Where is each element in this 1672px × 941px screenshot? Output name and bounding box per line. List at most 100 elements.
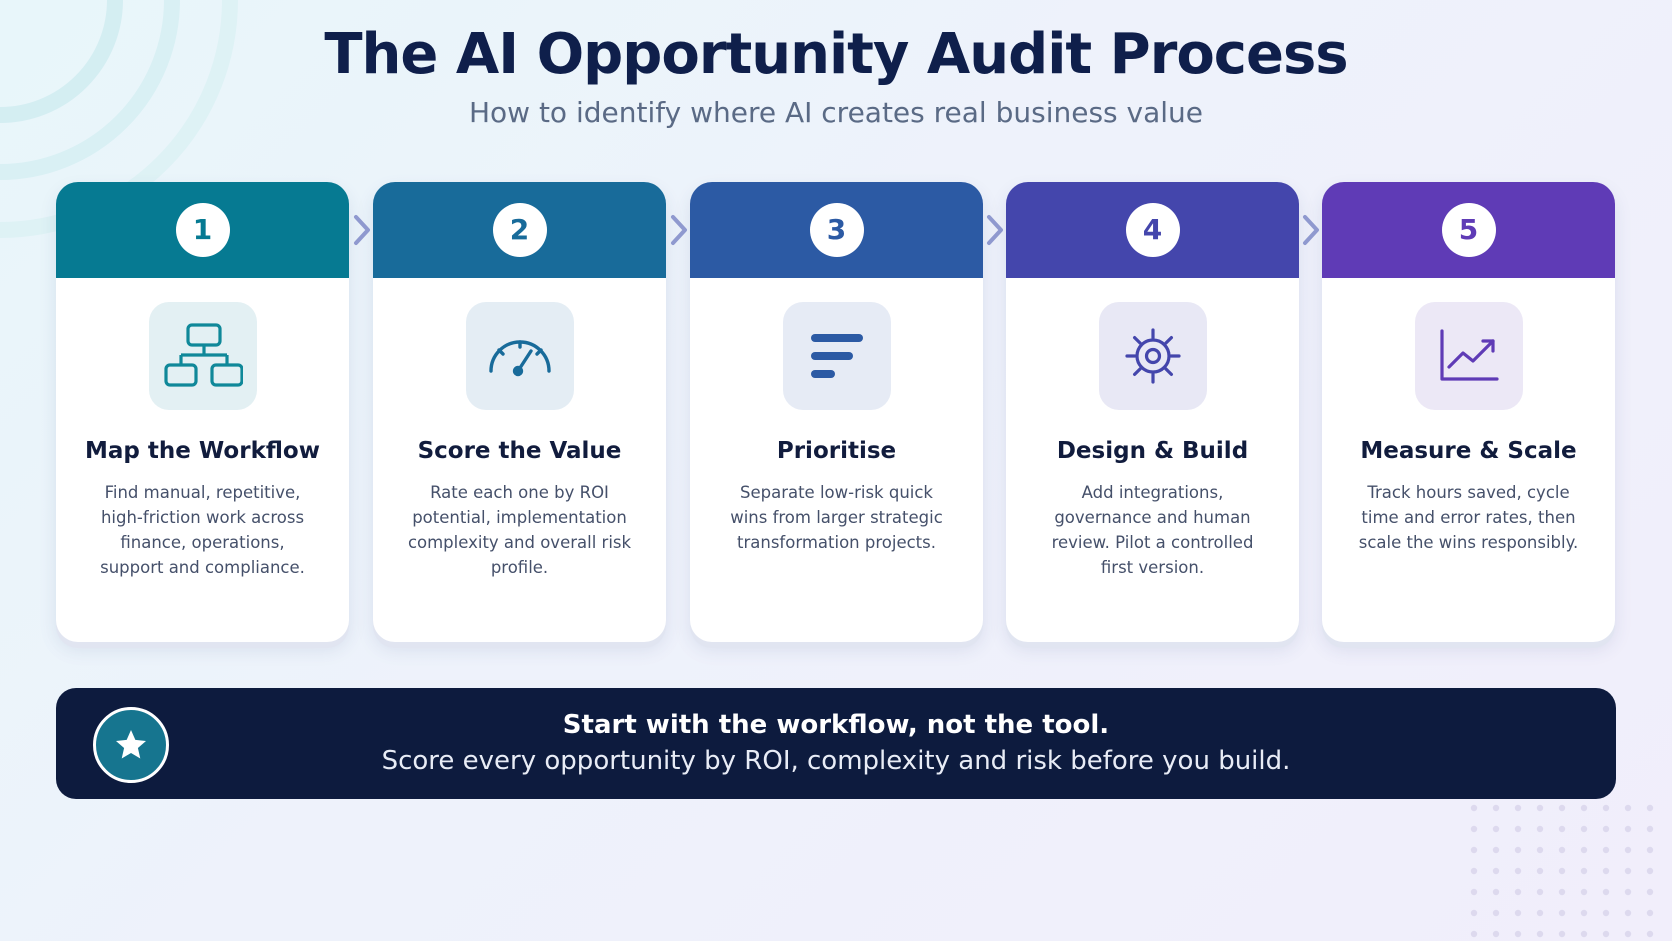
step-card-5: 5 Measure & Scale Track hours saved, cyc… <box>1322 182 1615 642</box>
decorative-dot <box>1580 804 1588 812</box>
step-card-1: 1 Map the Workflow Find manual, repetiti… <box>56 182 349 642</box>
banner-subtext: Score every opportunity by ROI, complexi… <box>381 746 1291 776</box>
decorative-dot <box>1580 846 1588 854</box>
decorative-dot <box>1470 846 1478 854</box>
step-description: Add integrations, governance and human r… <box>1051 483 1254 577</box>
decorative-dot <box>1492 825 1500 833</box>
step-description: Find manual, repetitive, high-friction w… <box>100 483 305 577</box>
decorative-dot <box>1536 930 1544 938</box>
decorative-dot <box>1558 867 1566 875</box>
step-title: Map the Workflow <box>85 438 320 464</box>
step-title: Score the Value <box>417 438 622 464</box>
decorative-dot <box>1558 930 1566 938</box>
step-icon-box <box>149 302 257 410</box>
step-description: Separate low-risk quick wins from larger… <box>730 483 943 552</box>
decorative-dot <box>1624 930 1632 938</box>
decorative-dot <box>1470 888 1478 896</box>
decorative-dot <box>1492 930 1500 938</box>
decorative-dot <box>1580 930 1588 938</box>
step-card-2: 2 Score the Value Rate each one by ROI p… <box>373 182 666 642</box>
decorative-dot <box>1624 846 1632 854</box>
decorative-dot <box>1646 909 1654 917</box>
decorative-dot <box>1580 867 1588 875</box>
chevron-right-icon <box>671 215 687 245</box>
decorative-dot <box>1470 804 1478 812</box>
decorative-dot <box>1624 909 1632 917</box>
priority-bars-icon <box>811 334 863 378</box>
decorative-dot <box>1580 825 1588 833</box>
step-card-4: 4 Design & Build Add integrations, gover… <box>1006 182 1299 642</box>
decorative-dot <box>1492 867 1500 875</box>
star-badge <box>93 707 169 783</box>
step-number-badge: 2 <box>492 203 547 257</box>
step-title: Design & Build <box>1056 438 1249 464</box>
step-number-badge: 3 <box>809 203 864 257</box>
decorative-dot <box>1646 846 1654 854</box>
step-icon-box <box>466 302 574 410</box>
step-icon-box <box>783 302 891 410</box>
decorative-dots <box>1470 804 1654 938</box>
star-icon <box>116 730 146 759</box>
decorative-dot <box>1602 825 1610 833</box>
decorative-dot <box>1624 867 1632 875</box>
page-subtitle: How to identify where AI creates real bu… <box>468 96 1204 129</box>
step-description: Rate each one by ROI potential, implemen… <box>407 483 632 577</box>
gauge-icon <box>489 340 551 377</box>
step-header: 3 <box>690 182 983 278</box>
decorative-dot <box>1602 930 1610 938</box>
step-number-badge: 4 <box>1125 203 1180 257</box>
decorative-dot <box>1602 804 1610 812</box>
decorative-dot <box>1536 846 1544 854</box>
decorative-dot <box>1646 825 1654 833</box>
step-description: Track hours saved, cycle time and error … <box>1358 483 1579 552</box>
decorative-dot <box>1470 867 1478 875</box>
decorative-dot <box>1514 909 1522 917</box>
decorative-dot <box>1514 867 1522 875</box>
decorative-dot <box>1558 804 1566 812</box>
decorative-dot <box>1536 867 1544 875</box>
decorative-dot <box>1514 846 1522 854</box>
chevron-right-icon <box>1303 215 1319 245</box>
decorative-dot <box>1514 888 1522 896</box>
decorative-dot <box>1580 888 1588 896</box>
decorative-dot <box>1646 804 1654 812</box>
step-header: 5 <box>1322 182 1615 278</box>
decorative-dot <box>1602 888 1610 896</box>
step-icon-box <box>1099 302 1207 410</box>
decorative-dot <box>1602 867 1610 875</box>
decorative-dot <box>1580 909 1588 917</box>
workflow-icon <box>164 323 243 387</box>
decorative-dot <box>1558 846 1566 854</box>
decorative-dot <box>1492 804 1500 812</box>
decorative-dot <box>1514 930 1522 938</box>
page-title: The AI Opportunity Audit Process <box>324 22 1348 87</box>
decorative-dot <box>1492 909 1500 917</box>
step-title: Measure & Scale <box>1360 438 1577 464</box>
decorative-dot <box>1558 825 1566 833</box>
decorative-dot <box>1470 825 1478 833</box>
decorative-dot <box>1558 888 1566 896</box>
step-number-badge: 5 <box>1441 203 1496 257</box>
step-header: 1 <box>56 182 349 278</box>
decorative-dot <box>1624 825 1632 833</box>
chevron-right-icon <box>354 215 370 245</box>
decorative-dot <box>1558 909 1566 917</box>
decorative-dot <box>1514 804 1522 812</box>
step-icon-box <box>1415 302 1523 410</box>
key-message-banner: Start with the workflow, not the tool. S… <box>56 688 1616 799</box>
decorative-dot <box>1536 804 1544 812</box>
decorative-dot <box>1602 846 1610 854</box>
chevron-right-icon <box>987 215 1003 245</box>
decorative-dot <box>1624 888 1632 896</box>
decorative-dot <box>1646 930 1654 938</box>
decorative-dot <box>1536 825 1544 833</box>
step-header: 2 <box>373 182 666 278</box>
decorative-dot <box>1470 909 1478 917</box>
banner-headline: Start with the workflow, not the tool. <box>562 710 1110 740</box>
gear-icon <box>1125 328 1181 384</box>
decorative-dot <box>1470 930 1478 938</box>
decorative-dot <box>1624 804 1632 812</box>
decorative-dot <box>1646 888 1654 896</box>
decorative-dot <box>1646 867 1654 875</box>
growth-chart-icon <box>1440 329 1499 381</box>
